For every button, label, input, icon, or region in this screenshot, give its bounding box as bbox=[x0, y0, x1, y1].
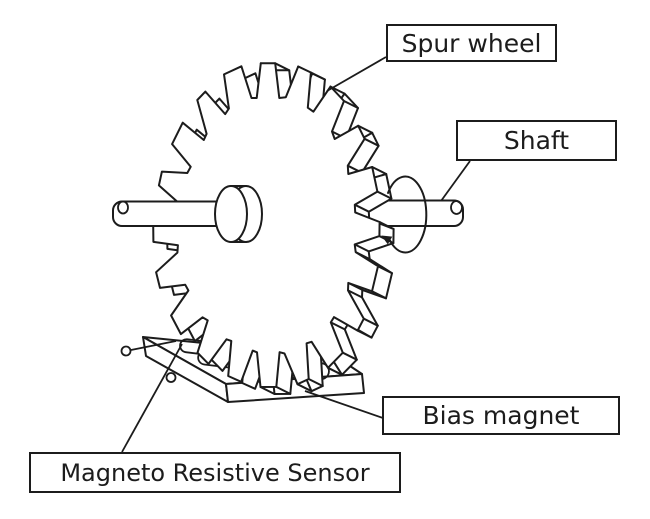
gear-tooth-side-edge bbox=[259, 386, 276, 395]
gear-tooth-side-edge bbox=[275, 385, 292, 395]
gear-tooth-side-edge bbox=[353, 203, 370, 213]
gear-tooth-side-edge bbox=[347, 289, 363, 299]
gear-tooth-side-edge bbox=[274, 62, 291, 72]
label-magneto-resistive-sensor-text: Magneto Resistive Sensor bbox=[60, 458, 370, 487]
gear-tooth-side-edge bbox=[371, 290, 387, 300]
sensor-lead-pin-1 bbox=[120, 345, 132, 357]
gear-hub bbox=[214, 185, 263, 243]
gear-tooth-side-edge bbox=[376, 190, 393, 200]
leader-line-spur-wheel bbox=[326, 56, 387, 92]
label-shaft-text: Shaft bbox=[503, 126, 570, 155]
label-bias-magnet-text: Bias magnet bbox=[422, 401, 580, 430]
gear-tooth-side-edge bbox=[343, 100, 359, 109]
leader-line-sensor bbox=[121, 343, 183, 453]
gear-tooth-side-edge bbox=[329, 321, 346, 331]
rotation-arrowhead bbox=[381, 235, 393, 245]
sensor-lead-wire bbox=[130, 340, 177, 351]
gear-tooth-side-edge bbox=[378, 221, 395, 230]
label-magneto-resistive-sensor: Magneto Resistive Sensor bbox=[29, 452, 401, 493]
leader-line-shaft bbox=[440, 160, 471, 202]
gear-tooth-side-edge bbox=[377, 265, 393, 275]
label-spur-wheel: Spur wheel bbox=[386, 24, 557, 62]
sensor-lead-pin-2 bbox=[165, 372, 177, 383]
gear-tooth-side-edge bbox=[356, 329, 373, 339]
gear-tooth-side-edge bbox=[341, 351, 358, 361]
gear-tooth-side-edge bbox=[327, 366, 343, 376]
gear-tooth-side-edge bbox=[357, 124, 374, 134]
gear-tooth-side-edge bbox=[362, 317, 379, 327]
gear-tooth-side-edge bbox=[363, 137, 380, 147]
gear-tooth-side-edge bbox=[309, 71, 326, 81]
gear-tooth-edges bbox=[259, 62, 395, 395]
gear-tooth-side-edge bbox=[371, 166, 388, 175]
shaft-left-end-cap bbox=[117, 200, 129, 215]
shaft-right-end-cap bbox=[450, 200, 463, 215]
hub-front-ellipse bbox=[214, 185, 248, 243]
rotation-arrow-icon bbox=[381, 175, 428, 254]
gear-tooth-side-edge bbox=[353, 243, 370, 253]
leader-line-bias-magnet bbox=[304, 390, 384, 419]
label-spur-wheel-text: Spur wheel bbox=[401, 28, 542, 58]
gear-tooth-side-edge bbox=[296, 383, 313, 393]
label-shaft: Shaft bbox=[456, 120, 617, 161]
gear-tooth-side-edge bbox=[307, 378, 324, 387]
label-bias-magnet: Bias magnet bbox=[382, 396, 620, 435]
gear-front-face bbox=[152, 62, 381, 388]
rotation-arc bbox=[387, 175, 428, 254]
spur-wheel-gear bbox=[152, 62, 395, 395]
